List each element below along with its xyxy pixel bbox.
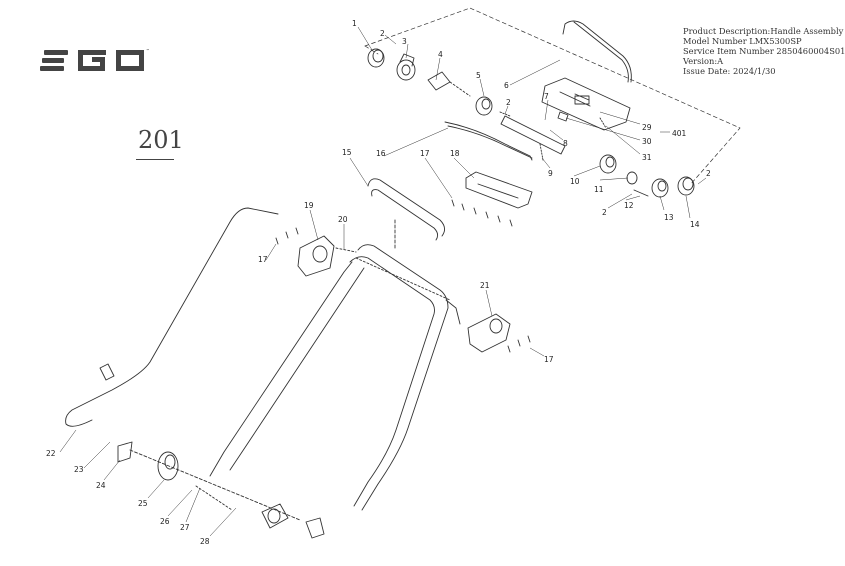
part-25-bracket (157, 451, 179, 481)
callout-17a: 17 (420, 149, 430, 158)
exploded-view-drawing: 1 2 3 4 5 6 2 7 8 9 10 11 2 12 13 14 2 2… (46, 7, 741, 546)
part-10-knob (599, 154, 617, 174)
callout-25: 25 (138, 499, 148, 508)
callout-17b: 17 (258, 255, 268, 264)
callout-24: 24 (96, 481, 106, 490)
callout-2d: 2 (706, 169, 711, 178)
part-6-bail (562, 20, 632, 83)
page-number: 201 (138, 126, 184, 154)
page-number-rule (136, 159, 174, 160)
callout-16: 16 (376, 149, 386, 158)
callout-13: 13 (664, 213, 674, 222)
parts-diagram-page: ™ 201 Product Description:Handle Assembl… (40, 7, 845, 546)
part-19-bracket (297, 235, 335, 277)
product-description: Product Description:Handle Assembly (683, 26, 844, 36)
callout-10: 10 (570, 177, 580, 186)
part-1-cap (367, 48, 385, 68)
ego-logo: ™ (40, 48, 150, 71)
part-15-tube (367, 178, 445, 241)
part-8-tube (500, 115, 566, 155)
callout-23: 23 (74, 465, 84, 474)
callout-2c: 2 (602, 208, 607, 217)
part-17-screws-right (507, 335, 531, 353)
part-11-washer (626, 171, 638, 185)
part-30-clip (557, 111, 569, 122)
callout-1: 1 (352, 19, 357, 28)
part-3-bracket (396, 53, 416, 81)
issue-date: Issue Date: 2024/1/30 (683, 66, 776, 76)
part-13-knob (651, 178, 669, 198)
callout-2b: 2 (506, 98, 511, 107)
callout-31: 31 (642, 153, 652, 162)
part-28-plate (305, 517, 325, 539)
callout-21: 21 (480, 281, 490, 290)
callout-20: 20 (338, 215, 348, 224)
callout-26: 26 (160, 517, 170, 526)
callout-2: 2 (380, 29, 385, 38)
callout-9: 9 (548, 169, 553, 178)
part-24-plate (117, 441, 133, 463)
part-5-knob (475, 96, 493, 116)
callout-15: 15 (342, 148, 352, 157)
callout-5: 5 (476, 71, 481, 80)
callout-7: 7 (544, 92, 549, 101)
model-number: Model Number LMX5300SP (683, 36, 802, 46)
svg-text:™: ™ (146, 48, 150, 53)
lower-handle-frame (209, 244, 461, 511)
cable-clip (99, 363, 115, 381)
callout-28: 28 (200, 537, 210, 546)
part-17-screws-left (275, 227, 299, 245)
part-21-bracket (467, 313, 511, 353)
callout-6: 6 (504, 81, 509, 90)
callout-3: 3 (402, 37, 407, 46)
callout-4: 4 (438, 50, 443, 59)
callout-17c: 17 (544, 355, 554, 364)
part-2-pin-a (499, 111, 511, 117)
assembly-boundary (364, 7, 741, 186)
version: Version:A (683, 56, 724, 66)
part-20-bolt (335, 247, 357, 253)
service-item-number: Service Item Number 2850460004S01 (683, 46, 845, 56)
part-28-bracket (261, 503, 289, 529)
callout-27: 27 (180, 523, 190, 532)
part-18-cover (465, 171, 533, 209)
callout-29: 29 (642, 123, 652, 132)
part-29-bracket (541, 77, 631, 131)
part-12-pin (633, 189, 649, 197)
part-9-screw (539, 143, 544, 161)
callout-30: 30 (642, 137, 652, 146)
part-17-screws-upper (451, 199, 513, 227)
callout-11: 11 (594, 185, 604, 194)
callout-18: 18 (450, 149, 460, 158)
part-14-cap (677, 176, 695, 196)
product-info-block: Product Description:Handle Assembly Mode… (683, 26, 845, 76)
callout-12: 12 (624, 201, 634, 210)
part-4-sleeve (427, 71, 471, 97)
callout-numbers: 1 2 3 4 5 6 2 7 8 9 10 11 2 12 13 14 2 2… (46, 19, 711, 546)
callout-8: 8 (563, 139, 568, 148)
callout-22: 22 (46, 449, 56, 458)
callout-14: 14 (690, 220, 700, 229)
part-16-cable (444, 121, 533, 161)
part-22-cable (65, 207, 279, 427)
callout-401: 401 (672, 129, 687, 138)
callout-19: 19 (304, 201, 314, 210)
